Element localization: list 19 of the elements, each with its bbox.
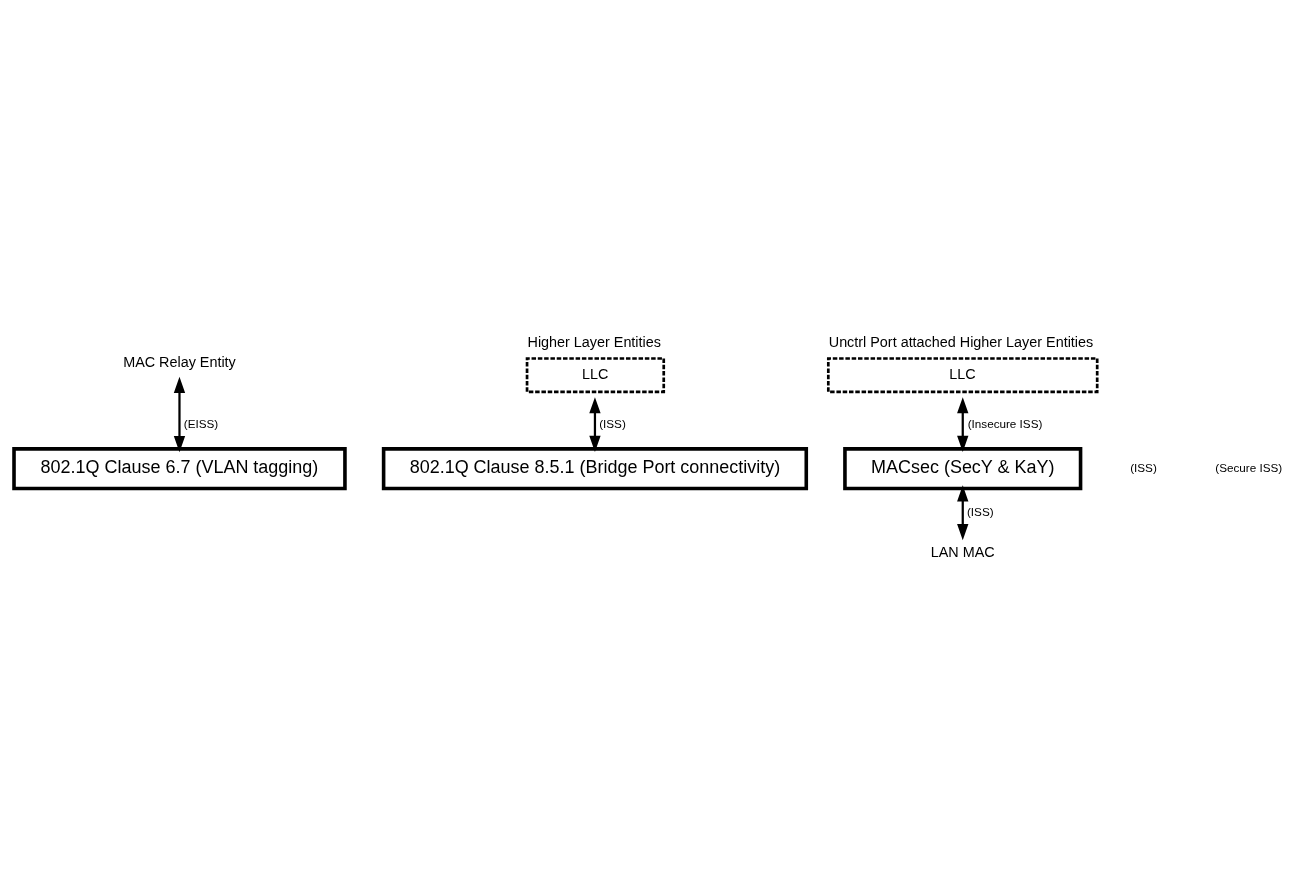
- node-box: LLC: [826, 356, 1099, 393]
- node-label: Higher Layer Entities: [527, 333, 661, 350]
- node-box: 802.1Q Clause 8.5.1 (Bridge Port connectivity): [381, 446, 809, 490]
- label: (Secure ISS): [1215, 460, 1283, 474]
- node-text: LAN MAC: [930, 543, 995, 560]
- node-label: Unctrl Port attached Higher Layer Entities: [828, 333, 1094, 350]
- edge-label: (ISS): [599, 416, 626, 430]
- arrow: [173, 376, 186, 452]
- node-box: MACsec (SecY & KaY): [843, 446, 1083, 490]
- arrow: [957, 396, 969, 452]
- node-box: 802.1Q Clause 6.7 (VLAN tagging): [12, 446, 347, 490]
- edge-label: (EISS): [183, 416, 219, 430]
- edge-label: (Insecure ISS): [967, 416, 1043, 430]
- edge-label: (ISS): [966, 504, 994, 518]
- arrow: [589, 396, 601, 452]
- node-text: MAC Relay Entity: [123, 353, 236, 370]
- arrow: [957, 484, 969, 540]
- label: (ISS): [1130, 460, 1157, 474]
- node-box: LLC: [525, 356, 666, 393]
